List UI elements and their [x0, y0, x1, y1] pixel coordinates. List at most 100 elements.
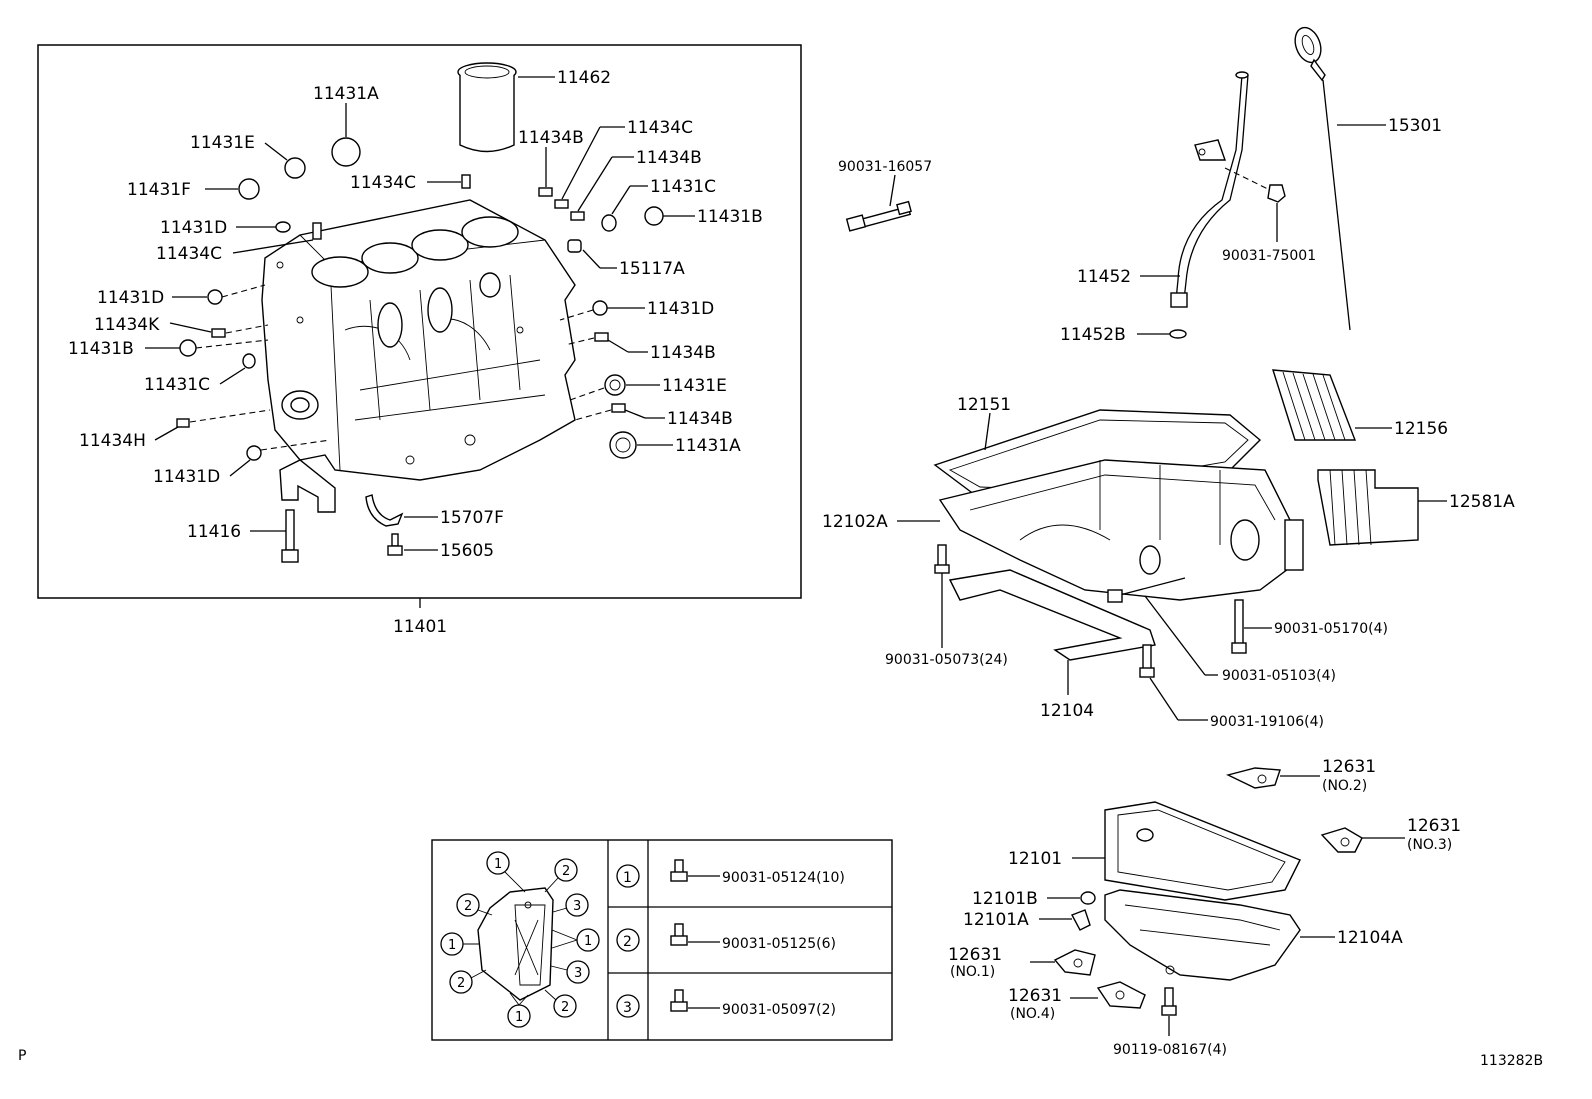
label-11434B-low[interactable]: 11434B — [667, 409, 733, 429]
label-11431A-top[interactable]: 11431A — [313, 84, 379, 104]
label-15605[interactable]: 15605 — [440, 541, 494, 561]
plug-11431D-right[interactable] — [592, 300, 608, 316]
bracket-12631-no3[interactable] — [1320, 827, 1363, 853]
label-12631-no4[interactable]: 12631 — [1008, 986, 1062, 1006]
plug-11431D-top[interactable] — [275, 221, 291, 233]
label-12104A[interactable]: 12104A — [1337, 928, 1403, 948]
pin-11434B-right[interactable] — [570, 211, 585, 221]
legend-row-1-part[interactable]: 90031-05124(10) — [722, 870, 845, 886]
legend-row-2-part[interactable]: 90031-05125(6) — [722, 936, 836, 952]
part-12156[interactable] — [1272, 369, 1357, 441]
label-90031-05103[interactable]: 90031-05103(4) — [1222, 668, 1336, 684]
label-90031-05170[interactable]: 90031-05170(4) — [1274, 621, 1388, 637]
label-11434K[interactable]: 11434K — [94, 315, 160, 335]
label-11452B[interactable]: 11452B — [1060, 325, 1126, 345]
bracket-12631-no2[interactable] — [1225, 767, 1281, 789]
bolt-90031-05073[interactable] — [934, 544, 950, 574]
pin-11434C-mid[interactable] — [461, 174, 471, 189]
bolt-90031-75001[interactable] — [1267, 184, 1286, 203]
label-11431E-right[interactable]: 11431E — [662, 376, 727, 396]
label-11434C-left[interactable]: 11434C — [156, 244, 222, 264]
label-12102A[interactable]: 12102A — [822, 512, 888, 532]
bolt-90031-16057[interactable] — [845, 200, 912, 232]
plug-11431D-left[interactable] — [207, 289, 223, 305]
pin-11434B-mid[interactable] — [594, 332, 609, 342]
label-11434B-mid[interactable]: 11434B — [650, 343, 716, 363]
label-11431D-top[interactable]: 11431D — [160, 218, 227, 238]
cylinder-liner-11462[interactable] — [457, 62, 517, 153]
bolt-90031-05103[interactable] — [1107, 577, 1186, 603]
plug-11431C-left[interactable] — [242, 353, 256, 369]
label-90031-75001[interactable]: 90031-75001 — [1222, 248, 1316, 264]
part-15117A[interactable] — [567, 239, 582, 253]
pin-11434B-low[interactable] — [611, 403, 626, 413]
label-11401[interactable]: 11401 — [393, 617, 447, 637]
label-12101B[interactable]: 12101B — [972, 889, 1038, 909]
label-12631-no1-sub[interactable]: (NO.1) — [950, 964, 995, 980]
label-11434C-right[interactable]: 11434C — [627, 118, 693, 138]
label-11434H[interactable]: 11434H — [79, 431, 146, 451]
label-12101A[interactable]: 12101A — [963, 910, 1029, 930]
pin-11434H[interactable] — [176, 418, 190, 428]
label-11431D-right[interactable]: 11431D — [647, 299, 714, 319]
seal-11431A-right[interactable] — [609, 431, 637, 459]
label-12156[interactable]: 12156 — [1394, 419, 1448, 439]
seal-11431E-right[interactable] — [604, 374, 626, 396]
plug-11431E-top[interactable] — [284, 157, 306, 179]
o-ring-11452B[interactable] — [1169, 329, 1187, 339]
plug-11431B-left[interactable] — [179, 339, 197, 357]
label-11434B-right[interactable]: 11434B — [636, 148, 702, 168]
dipstick-guide-11452[interactable] — [1170, 71, 1249, 308]
oil-pan-lower-12101[interactable] — [1104, 801, 1301, 901]
cylinder-block[interactable] — [261, 199, 576, 481]
label-12581A[interactable]: 12581A — [1449, 492, 1515, 512]
plug-11431B-right[interactable] — [644, 206, 664, 226]
bolt-15605[interactable] — [387, 533, 403, 556]
bracket-12631-no1[interactable] — [1053, 949, 1096, 976]
bolt-11416[interactable] — [281, 509, 299, 563]
label-12631-no2-sub[interactable]: (NO.2) — [1322, 778, 1367, 794]
label-11431A-right[interactable]: 11431A — [675, 436, 741, 456]
label-12631-no3-sub[interactable]: (NO.3) — [1407, 837, 1452, 853]
drain-plug-12101A[interactable] — [1071, 909, 1091, 931]
label-11431B-left[interactable]: 11431B — [68, 339, 134, 359]
label-90031-19106[interactable]: 90031-19106(4) — [1210, 714, 1324, 730]
baffle-12104[interactable] — [948, 569, 1156, 661]
oil-pan-upper-12102A[interactable] — [938, 459, 1304, 601]
gasket-12101B[interactable] — [1080, 891, 1096, 905]
label-12631-no4-sub[interactable]: (NO.4) — [1010, 1006, 1055, 1022]
label-11431D-bottom[interactable]: 11431D — [153, 467, 220, 487]
label-11431B-right[interactable]: 11431B — [697, 207, 763, 227]
bolt-90031-05170[interactable] — [1231, 599, 1247, 654]
dipstick-15301[interactable] — [1291, 24, 1351, 331]
label-11434C-mid[interactable]: 11434C — [350, 173, 416, 193]
label-12631-no1[interactable]: 12631 — [948, 945, 1002, 965]
label-90119-08167[interactable]: 90119-08167(4) — [1113, 1042, 1227, 1058]
label-11462[interactable]: 11462 — [557, 68, 611, 88]
plug-11431C-right[interactable] — [601, 214, 617, 232]
bolt-90031-19106[interactable] — [1139, 644, 1155, 678]
pin-11434C-left[interactable] — [312, 222, 322, 240]
label-90031-16057[interactable]: 90031-16057 — [838, 159, 932, 175]
pin-11434B-top[interactable] — [538, 187, 553, 197]
label-11431C-left[interactable]: 11431C — [144, 375, 210, 395]
plug-11431F[interactable] — [238, 178, 260, 200]
label-12631-no2[interactable]: 12631 — [1322, 757, 1376, 777]
bearing-cap[interactable] — [279, 459, 336, 513]
label-11431F[interactable]: 11431F — [127, 180, 191, 200]
bolt-90119-08167[interactable] — [1161, 987, 1177, 1016]
plug-11431A-top[interactable] — [331, 137, 361, 167]
label-11431C-right[interactable]: 11431C — [650, 177, 716, 197]
label-15707F[interactable]: 15707F — [440, 508, 504, 528]
legend-row-3-part[interactable]: 90031-05097(2) — [722, 1002, 836, 1018]
label-11452[interactable]: 11452 — [1077, 267, 1131, 287]
oil-nozzle-15707F[interactable] — [365, 494, 404, 527]
label-15301[interactable]: 15301 — [1388, 116, 1442, 136]
pin-11434C-right[interactable] — [554, 199, 569, 209]
bracket-12631-no4[interactable] — [1096, 981, 1146, 1009]
plug-11431D-bottom[interactable] — [246, 445, 262, 461]
label-12101[interactable]: 12101 — [1008, 849, 1062, 869]
label-90031-05073[interactable]: 90031-05073(24) — [885, 652, 1008, 668]
label-11431D-left[interactable]: 11431D — [97, 288, 164, 308]
label-15117A[interactable]: 15117A — [619, 259, 685, 279]
